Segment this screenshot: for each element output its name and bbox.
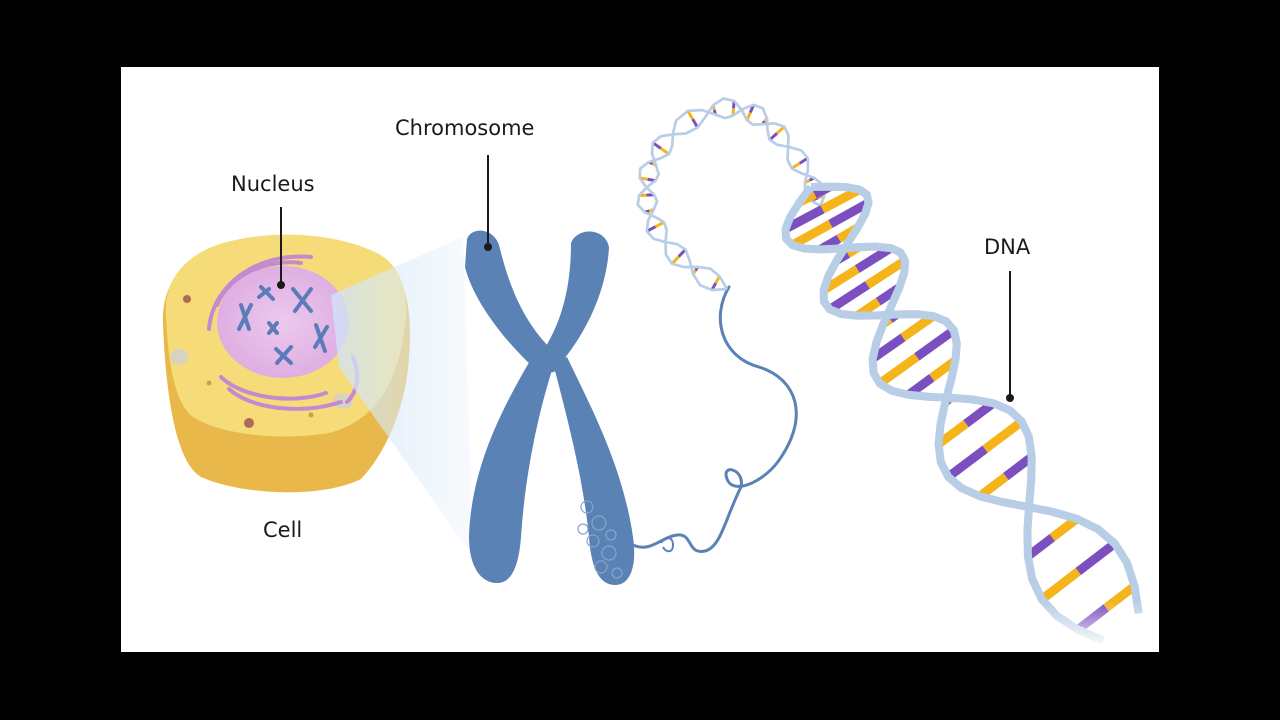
dna-base-pair — [935, 420, 969, 448]
dna-base-pair — [914, 326, 957, 361]
cell-organelle-5 — [206, 380, 212, 386]
chromosome-unwinding-texture — [577, 500, 623, 579]
dna-base-pair — [691, 118, 699, 129]
helix-fade — [921, 447, 1159, 652]
cell-organelle-1 — [170, 349, 188, 365]
dna-strand-coil — [660, 537, 675, 553]
dna-base-pair — [790, 220, 833, 250]
dna-base-pair — [660, 147, 670, 156]
dna-base-pair — [963, 399, 996, 428]
cell-to-dna-diagram — [162, 97, 1159, 652]
nucleus-label: Nucleus — [231, 172, 315, 196]
chromosome-pointer-dot — [484, 243, 492, 251]
diagram-panel: Nucleus Chromosome DNA Cell — [121, 67, 1159, 652]
chromosome-right-arm-bottom — [553, 357, 635, 585]
dna-base-pair — [670, 255, 680, 265]
dna-base-pair — [982, 417, 1025, 453]
nucleus-chromosomes — [237, 285, 329, 365]
dna-base-pair — [783, 205, 825, 233]
chromosome-left-arm-top — [465, 230, 551, 367]
dna-base-pair — [790, 161, 801, 170]
dna-base-pair — [646, 225, 657, 233]
dna-label: DNA — [984, 235, 1031, 259]
chromosome-left-arm-bottom — [469, 359, 553, 583]
dna-base-pair — [821, 265, 860, 294]
dna-base-pair — [827, 281, 870, 314]
dna-base-pair — [900, 312, 936, 342]
cell-organelle-6 — [308, 412, 314, 418]
dna-thin-strand — [631, 285, 798, 553]
dna-base-pair — [877, 353, 920, 388]
cell-organelle-4 — [244, 418, 254, 428]
dna-backbone — [638, 103, 823, 292]
chromosome-illustration — [465, 155, 635, 585]
dna-base-pair — [686, 110, 694, 120]
dna-base-pair — [828, 198, 871, 228]
dna-base-pair — [870, 333, 906, 363]
dna-base-pair — [820, 185, 862, 214]
nucleus-pointer-dot — [277, 281, 285, 289]
dna-backbone — [636, 97, 826, 290]
zoom-cone — [331, 237, 473, 557]
cell-label: Cell — [263, 518, 303, 542]
dna-small-helix — [636, 97, 826, 292]
nucleus — [217, 266, 349, 378]
dna-base-pair — [677, 248, 687, 258]
chromosome-label: Chromosome — [395, 116, 535, 140]
dna-base-pair — [768, 132, 778, 142]
cell-organelle-3 — [183, 295, 191, 303]
dna-base-pair — [775, 125, 786, 135]
dna-pointer-dot — [1006, 394, 1014, 402]
dna-base-pair — [798, 156, 809, 165]
dna-base-pair — [864, 256, 908, 289]
dna-base-pair — [651, 141, 662, 150]
chromosome-right-arm-top — [543, 231, 609, 363]
